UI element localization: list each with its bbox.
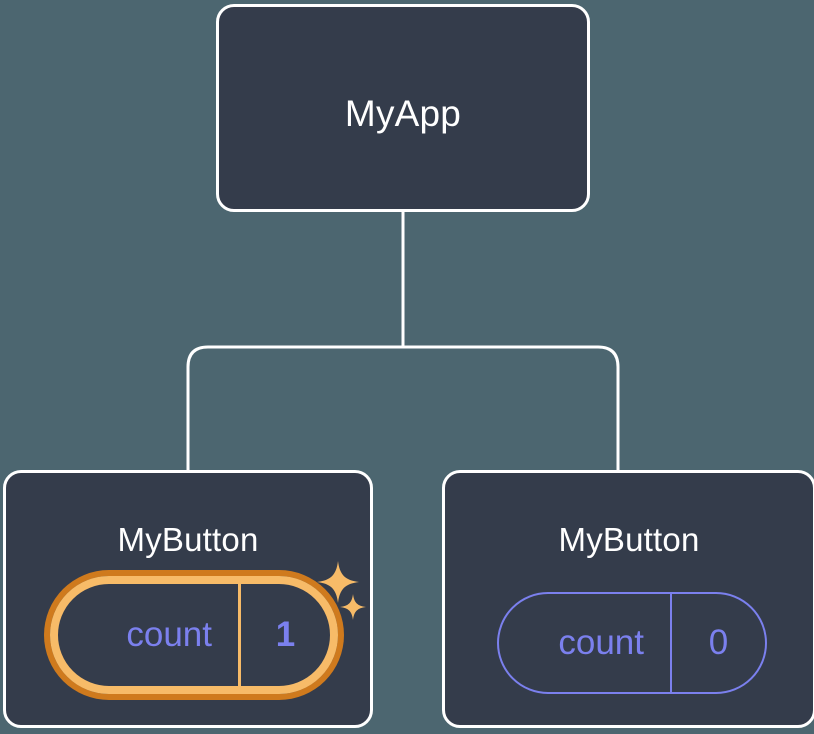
connector-branch [186, 345, 620, 470]
node-mybutton-right[interactable]: MyButton count 0 [442, 470, 814, 728]
state-pill-right[interactable]: count 0 [497, 592, 767, 694]
node-myapp-label: MyApp [344, 93, 462, 134]
node-mybutton-left[interactable]: MyButton count 1 [3, 470, 373, 728]
state-name-left: count [126, 615, 212, 654]
state-value-right: 0 [670, 594, 765, 692]
state-name-right: count [558, 623, 644, 662]
state-value-left: 1 [238, 584, 330, 686]
node-mybutton-left-label: MyButton [117, 521, 259, 558]
node-myapp[interactable]: MyApp [216, 4, 590, 212]
state-pill-left[interactable]: count 1 [50, 576, 338, 694]
node-mybutton-right-label: MyButton [558, 521, 700, 558]
